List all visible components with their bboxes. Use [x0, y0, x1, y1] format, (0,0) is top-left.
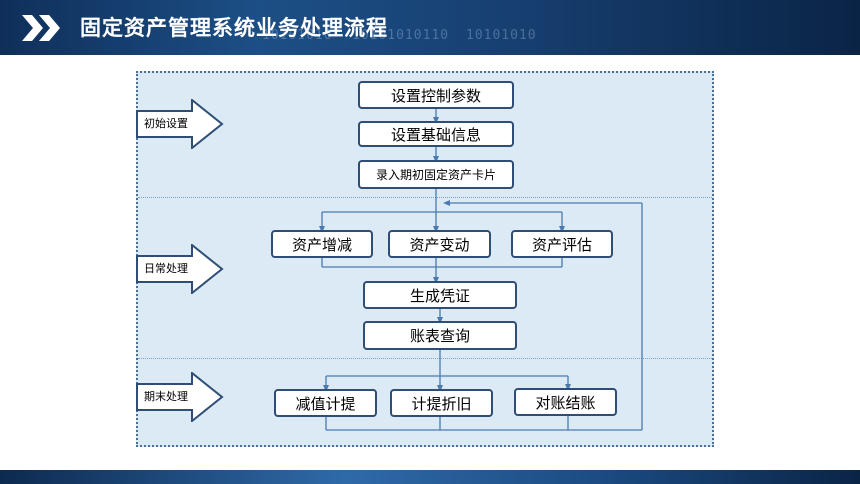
header-bar: 10101010 10101010110 10101010 固定资产管理系统业务… [0, 0, 860, 55]
phase-arrow-daily: 日常处理 [136, 244, 224, 294]
node-depreciation: 计提折旧 [390, 389, 493, 417]
phase-arrow-period-end: 期末处理 [136, 372, 224, 422]
header-binary-decoration: 10101010 [466, 28, 537, 43]
node-asset-evaluation: 资产评估 [511, 230, 613, 258]
node-asset-increase-decrease: 资产增减 [271, 230, 373, 258]
double-chevron-icon [22, 15, 60, 41]
phase-label-init: 初始设置 [144, 117, 188, 130]
page-title: 固定资产管理系统业务处理流程 [80, 16, 388, 40]
node-reconcile-close: 对账结账 [514, 388, 617, 416]
node-generate-voucher: 生成凭证 [363, 281, 517, 309]
node-enter-initial-cards: 录入期初固定资产卡片 [358, 160, 514, 189]
phase-arrow-init: 初始设置 [136, 99, 224, 149]
node-query-reports: 账表查询 [363, 321, 517, 350]
node-set-basic-info: 设置基础信息 [358, 121, 514, 147]
node-set-control-params: 设置控制参数 [358, 81, 514, 109]
phase-label-daily: 日常处理 [144, 262, 188, 275]
footer-bar [0, 470, 860, 484]
phase-separator [138, 358, 712, 359]
phase-label-period-end: 期末处理 [144, 390, 188, 403]
node-asset-change: 资产变动 [388, 230, 491, 258]
phase-separator [138, 197, 712, 198]
header-binary-decoration: 10101010 [262, 28, 333, 43]
header-binary-decoration: 10101010110 [352, 28, 450, 43]
node-impairment-provision: 减值计提 [274, 389, 377, 417]
